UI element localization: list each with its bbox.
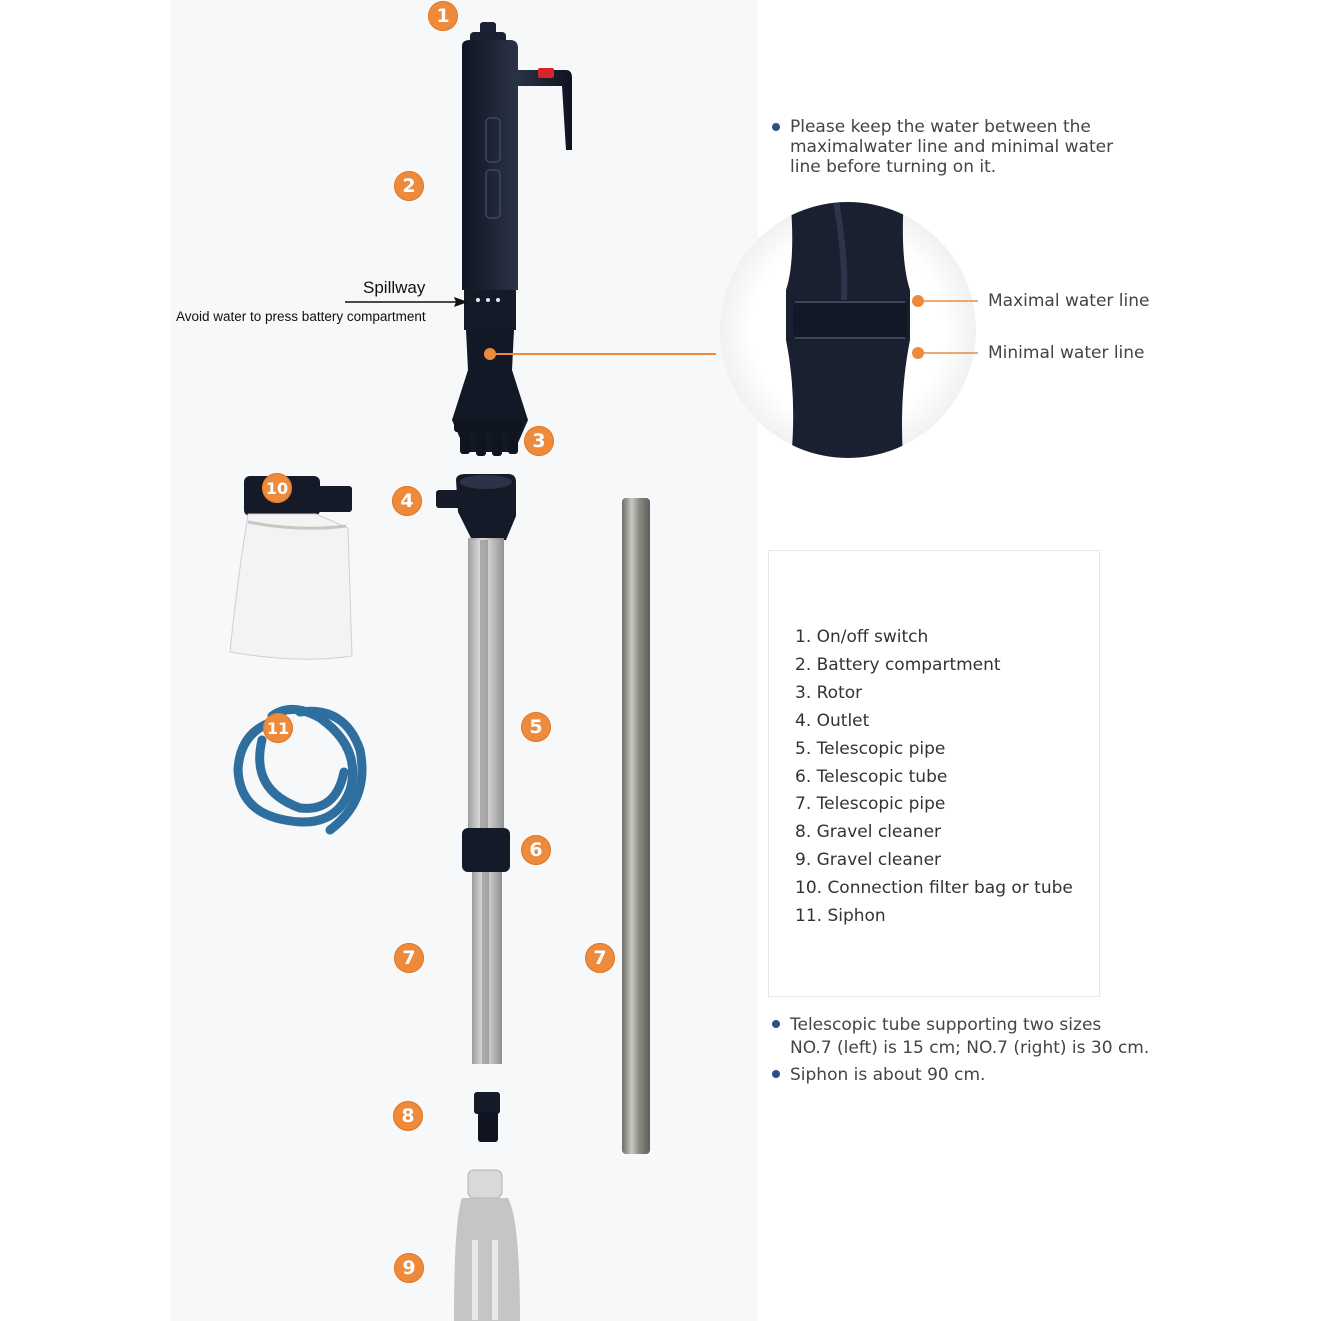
gravel-cleaner-9 [454,1169,520,1321]
callout-badge: 9 [394,1253,424,1283]
list-item: 11. Siphon [795,906,886,927]
list-item: 7. Telescopic pipe [795,794,946,815]
list-item: 4. Outlet [795,710,870,731]
list-item: 9. Gravel cleaner [795,850,942,871]
parts-list: 1. On/off switch 2. Battery compartment … [795,624,1073,931]
telescopic-pipe-7-right [622,498,650,1154]
bullet-icon [772,123,780,131]
water-level-note: Please keep the water between the maxima… [772,117,1114,177]
list-item: 10. Connection filter bag or tube [795,878,1073,899]
list-item: 5. Telescopic pipe [795,738,946,759]
note-line: NO.7 (left) is 15 cm; NO.7 (right) is 30… [790,1038,1150,1058]
note-line: Please keep the water between the [790,117,1091,137]
telescopic-tube-connector [462,828,510,872]
callout-badge: 2 [394,171,424,201]
filter-bag [229,476,353,660]
note-line: Telescopic tube supporting two sizes [790,1015,1102,1035]
siphon-length-note: Siphon is about 90 cm. [772,1064,986,1087]
callout-badge: 4 [392,486,422,516]
parts-list-box [768,550,1100,997]
note-line: line before turning on it. [790,157,997,177]
callout-badge: 11 [263,713,293,743]
outlet-part [436,474,516,540]
callout-badge: 7 [585,943,615,973]
pump-body [452,22,572,456]
callout-badge: 7 [394,943,424,973]
list-item: 3. Rotor [795,682,863,703]
bullet-icon [772,1020,780,1028]
note-line: maximalwater line and minimal water [790,137,1114,157]
spillway-note: Avoid water to press battery compartment [176,309,426,324]
telescopic-size-note: Telescopic tube supporting two sizes NO.… [772,1014,1150,1060]
note-line: Siphon is about 90 cm. [790,1065,986,1085]
water-line-zoom [720,202,978,458]
max-water-line-label: Maximal water line [988,291,1150,311]
list-item: 2. Battery compartment [795,654,1001,675]
spillway-label: Spillway [363,278,426,297]
list-item: 8. Gravel cleaner [795,822,942,843]
callout-badge: 5 [521,712,551,742]
list-item: 6. Telescopic tube [795,766,948,787]
siphon-hose [233,705,367,835]
bullet-icon [772,1070,780,1078]
min-water-line-label: Minimal water line [988,343,1145,363]
gravel-cleaner-8 [474,1092,500,1142]
callout-badge: 1 [428,1,458,31]
list-item: 1. On/off switch [795,627,929,647]
callout-badge: 8 [393,1101,423,1131]
callout-badge: 10 [262,473,292,503]
callout-badge: 3 [524,426,554,456]
callout-badge: 6 [521,835,551,865]
